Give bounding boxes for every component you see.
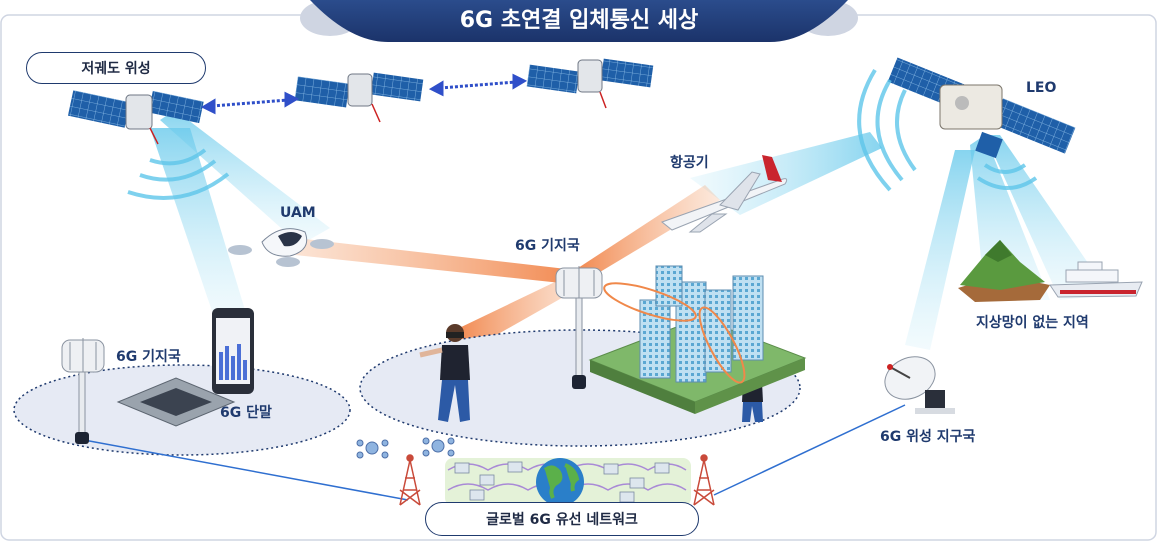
title-tab bbox=[300, 0, 858, 42]
city-buildings-icon bbox=[588, 265, 807, 414]
base-station-center-label: 6G 기지국 bbox=[515, 238, 580, 254]
aircraft-label: 항공기 bbox=[670, 155, 709, 171]
leo-constellation-label: 저궤도 위성 bbox=[26, 52, 206, 84]
wired-network-map bbox=[445, 458, 691, 506]
satellite-icon-1 bbox=[67, 90, 204, 145]
beam-ellipse-1 bbox=[603, 282, 697, 322]
wired-network-label: 글로벌 6G 유선 네트워크 bbox=[425, 502, 699, 536]
satellite-icon-3 bbox=[526, 58, 654, 109]
beam-sat-to-uam bbox=[160, 110, 330, 245]
drone-icon-1 bbox=[356, 439, 389, 459]
drone-icon-2 bbox=[422, 437, 455, 457]
ground-station-label: 6G 위성 지구국 bbox=[880, 429, 976, 445]
chip-icon bbox=[116, 377, 236, 427]
beam-bs-to-uam bbox=[270, 235, 580, 285]
inter-satellite-link-1 bbox=[200, 91, 300, 115]
wire-left bbox=[83, 439, 409, 501]
beam-leo-to-ground-station bbox=[905, 150, 975, 350]
vr-user-icon-1 bbox=[419, 324, 470, 422]
beam-ellipse-2 bbox=[698, 306, 746, 384]
base-station-center-icon bbox=[555, 266, 603, 389]
satellite-icon-2 bbox=[294, 72, 424, 123]
aircraft-icon bbox=[660, 155, 788, 233]
base-station-left-label: 6G 기지국 bbox=[116, 349, 181, 365]
ground-station-dish-icon bbox=[884, 356, 955, 414]
beam-leo-to-ship bbox=[985, 135, 1110, 300]
leo-satellite-icon bbox=[887, 57, 1076, 159]
signal-waves-left-satellite bbox=[127, 148, 230, 200]
terminal-phone-icon bbox=[212, 308, 254, 394]
uam-icon bbox=[228, 228, 334, 267]
base-station-left-icon bbox=[61, 338, 105, 444]
lattice-tower-left bbox=[399, 454, 421, 506]
page-title: 6G 초연결 입체통신 세상 bbox=[459, 8, 699, 33]
no-terrestrial-area-label: 지상망이 없는 지역 bbox=[976, 315, 1089, 331]
beam-sat-to-terminal bbox=[150, 128, 248, 320]
wire-right bbox=[713, 404, 906, 496]
leo-label: LEO bbox=[1026, 80, 1057, 96]
terminal-label: 6G 단말 bbox=[220, 405, 272, 421]
uam-label: UAM bbox=[280, 205, 316, 221]
signal-waves-leo bbox=[857, 68, 1038, 192]
island-icon bbox=[958, 240, 1050, 302]
lattice-tower-right bbox=[693, 454, 715, 506]
inter-satellite-link-2 bbox=[428, 73, 528, 97]
beam-bs-to-aircraft bbox=[575, 185, 720, 278]
ship-icon bbox=[1049, 261, 1143, 298]
